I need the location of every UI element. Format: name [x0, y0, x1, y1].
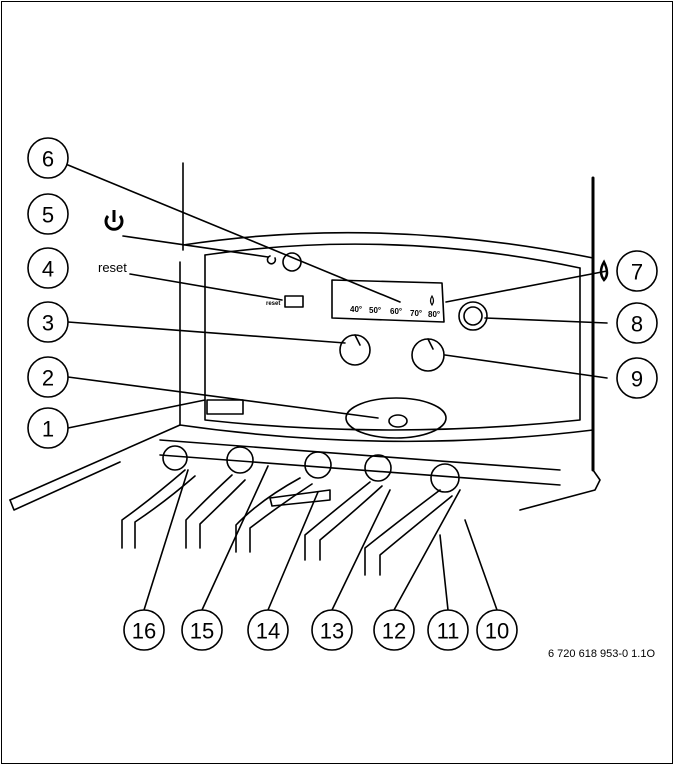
callout-circle-3 [27, 301, 69, 343]
scale-60: 60° [390, 307, 402, 316]
scale-80: 80° [428, 310, 440, 319]
callout-circle-13 [311, 609, 353, 651]
callout-1: 1 [42, 417, 54, 442]
callout-circle-9 [616, 357, 658, 399]
scale-50: 50° [369, 306, 381, 315]
power-icon [104, 210, 124, 231]
callout-circle-4 [27, 247, 69, 289]
callout-circle-16 [123, 609, 165, 651]
callout-5: 5 [42, 203, 54, 228]
callout-circle-5 [27, 193, 69, 235]
callout-circle-2 [27, 356, 69, 398]
callout-10: 10 [485, 619, 509, 644]
scale-40: 40° [350, 305, 362, 314]
reset-panel-label: reset [266, 301, 280, 307]
callout-12: 12 [382, 619, 406, 644]
callout-3: 3 [42, 311, 54, 336]
callout-circle-10 [476, 609, 518, 651]
display-flame-icon [429, 294, 435, 307]
callout-circle-8 [616, 302, 658, 344]
callout-circle-6 [27, 137, 69, 179]
callout-circle-15 [181, 609, 223, 651]
callout-circle-11 [427, 609, 469, 651]
callout-circle-1 [27, 407, 69, 449]
callout-8: 8 [631, 312, 643, 337]
callout-9: 9 [631, 367, 643, 392]
callout-6: 6 [42, 147, 54, 172]
callout-7: 7 [631, 260, 643, 285]
callout-circle-14 [247, 609, 289, 651]
callout-2: 2 [42, 366, 54, 391]
callout-4: 4 [42, 257, 54, 282]
scale-70: 70° [410, 309, 422, 318]
flame-icon [599, 259, 609, 282]
callout-11: 11 [437, 619, 460, 644]
reset-label: reset [98, 260, 127, 275]
figure-code: 6 720 618 953-0 1.1O [548, 648, 656, 660]
callout-14: 14 [256, 619, 280, 644]
callout-15: 15 [190, 619, 214, 644]
callout-circle-7 [616, 250, 658, 292]
callout-13: 13 [320, 619, 344, 644]
callout-circle-12 [373, 609, 415, 651]
callout-16: 16 [132, 619, 156, 644]
